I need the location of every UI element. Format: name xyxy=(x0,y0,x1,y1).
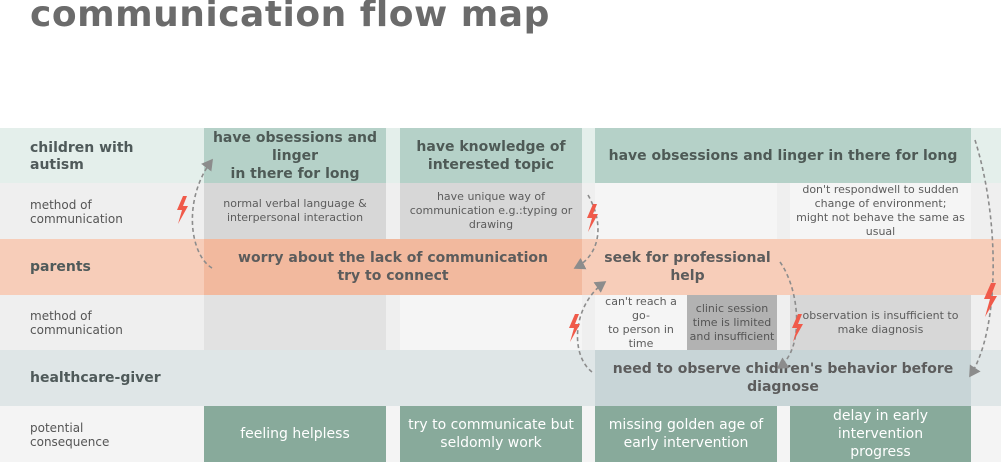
children-method-cell-1: normal verbal language & interpersonal i… xyxy=(204,183,386,239)
consequence-cell-1: feeling helpless xyxy=(204,406,386,462)
lightning-icon xyxy=(792,314,803,342)
page-title: communication flow map xyxy=(30,0,550,35)
parents-method-cell-blank-2 xyxy=(400,295,582,350)
parents-method-cell-2: clinic session time is limited and insuf… xyxy=(687,295,777,350)
row-label-healthcare: healthcare-giver xyxy=(30,370,161,386)
parents-cell-2: seek for professional help xyxy=(604,250,771,284)
consequence-cell-2: try to communicate but seldomly work xyxy=(400,406,582,462)
children-method-cell-3: don't respondwell to sudden change of en… xyxy=(790,183,971,239)
children-method-cell-blank xyxy=(595,183,777,239)
parents-method-cell-3: observation is insufficient to make diag… xyxy=(790,295,971,350)
children-method-cell-2: have unique way of communication e.g.:ty… xyxy=(400,183,582,239)
row-label-consequence: potential consequence xyxy=(30,421,110,449)
row-label-children: children with autism xyxy=(30,140,134,173)
parents-block-left xyxy=(204,239,582,295)
dashed-arrow-icon xyxy=(969,139,994,378)
lightning-icon xyxy=(177,196,188,224)
lightning-icon xyxy=(984,283,997,317)
dashed-arrow-icon xyxy=(191,158,213,269)
children-cell-1: have obsessions and linger in there for … xyxy=(204,128,386,183)
lightning-icon xyxy=(587,204,598,232)
row-label-parents-method: method of communication xyxy=(30,309,123,337)
row-label-children-method: method of communication xyxy=(30,198,123,226)
consequence-cell-3: missing golden age of early intervention xyxy=(595,406,777,462)
lightning-icon xyxy=(569,314,580,342)
parents-method-cell-blank-1 xyxy=(204,295,386,350)
children-cell-2: have knowledge of interested topic xyxy=(400,128,582,183)
dashed-arrow-icon xyxy=(573,194,599,270)
consequence-cell-4: delay in early intervention progress xyxy=(790,406,971,462)
healthcare-cell-1: need to observe chidlren's behavior befo… xyxy=(612,361,954,395)
children-cell-3: have obsessions and linger in there for … xyxy=(595,128,971,183)
dashed-arrow-icon xyxy=(776,261,798,369)
dashed-arrow-icon xyxy=(576,281,607,373)
parents-method-cell-1: can't reach a go- to person in time xyxy=(595,295,687,350)
parents-cell-1: worry about the lack of communication tr… xyxy=(238,250,548,284)
row-label-parents: parents xyxy=(30,259,91,275)
